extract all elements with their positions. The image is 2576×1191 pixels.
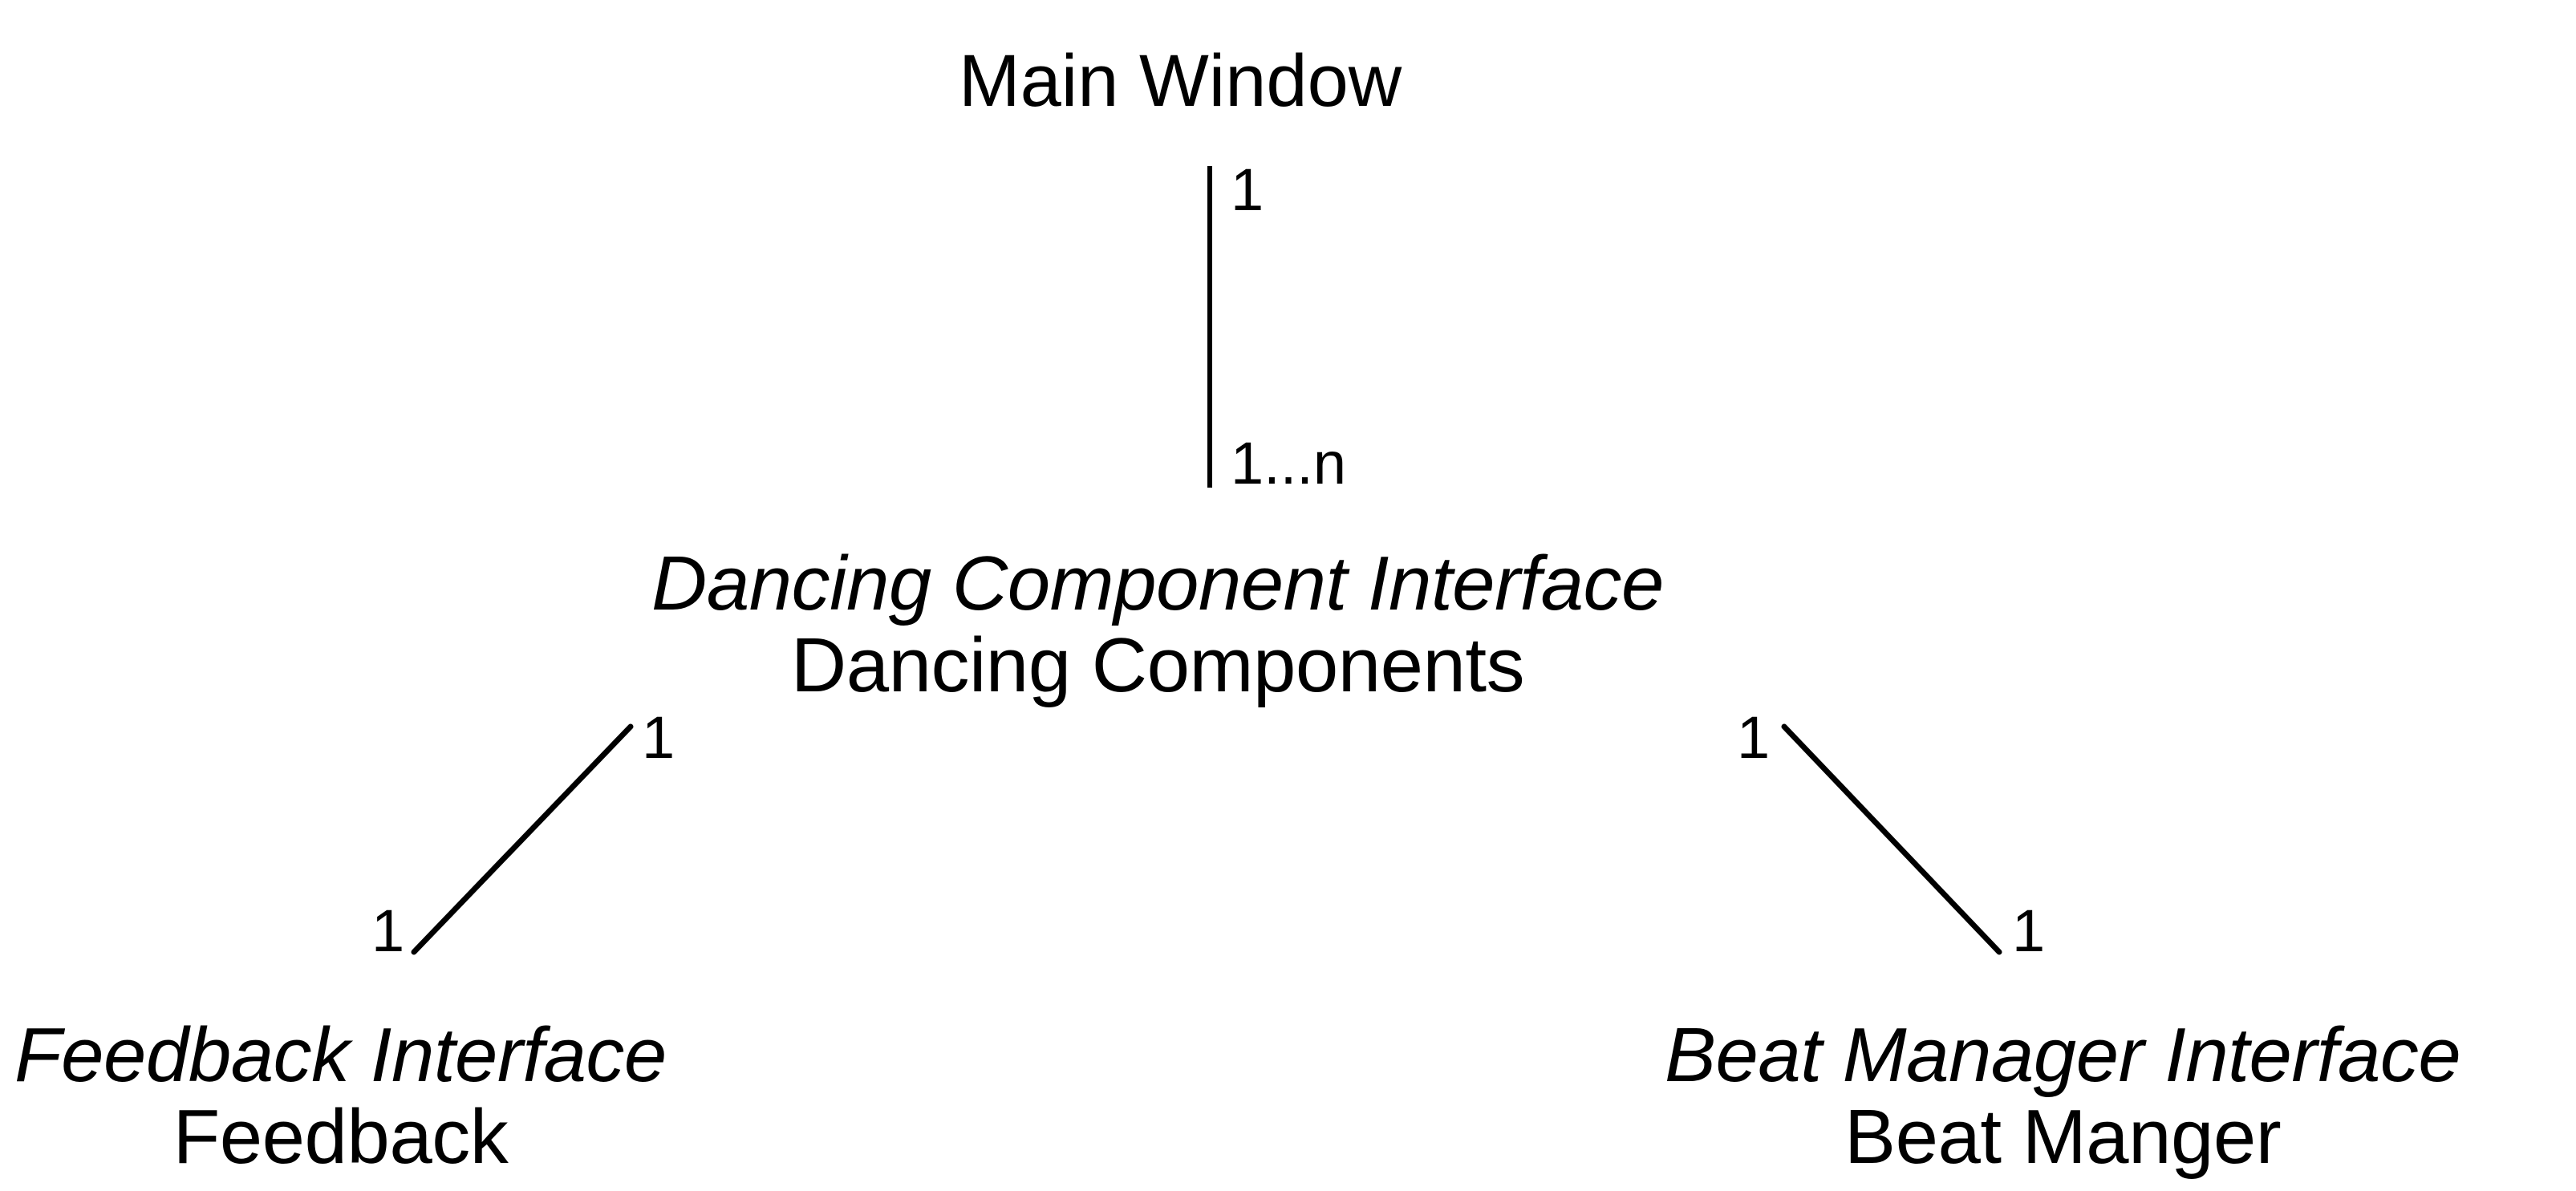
node-feedback[interactable]: Feedback Interface Feedback [14,1017,667,1176]
node-dancing-component-interface-label: Dancing Component Interface [651,541,1664,626]
node-main-window[interactable]: Main Window [959,40,1402,122]
node-dancing-component-implementation-label: Dancing Components [790,622,1525,708]
node-dancing-component[interactable]: Dancing Component Interface Dancing Comp… [651,545,1664,704]
node-beat-manager[interactable]: Beat Manager Interface Beat Manger [1665,1012,2461,1180]
node-beat-manager-interface-label: Beat Manager Interface [1665,1012,2461,1098]
node-feedback-interface-label: Feedback Interface [14,1012,667,1098]
multiplicity-main-window-end: 1 [1231,156,1264,223]
multiplicity-dancing-to-beat-target: 1 [2012,897,2046,964]
node-beat-manager-implementation-label: Beat Manger [1844,1094,2282,1180]
multiplicity-dancing-component-end: 1...n [1231,430,1346,496]
edge-dancing-component-to-beat-manager [1781,723,2002,955]
multiplicity-dancing-to-feedback-target: 1 [371,897,405,964]
edge-dancing-component-to-feedback [411,723,634,955]
node-feedback-implementation-label: Feedback [172,1094,509,1180]
multiplicity-dancing-to-beat-source: 1 [1737,704,1771,771]
multiplicity-dancing-to-feedback-source: 1 [642,704,675,771]
